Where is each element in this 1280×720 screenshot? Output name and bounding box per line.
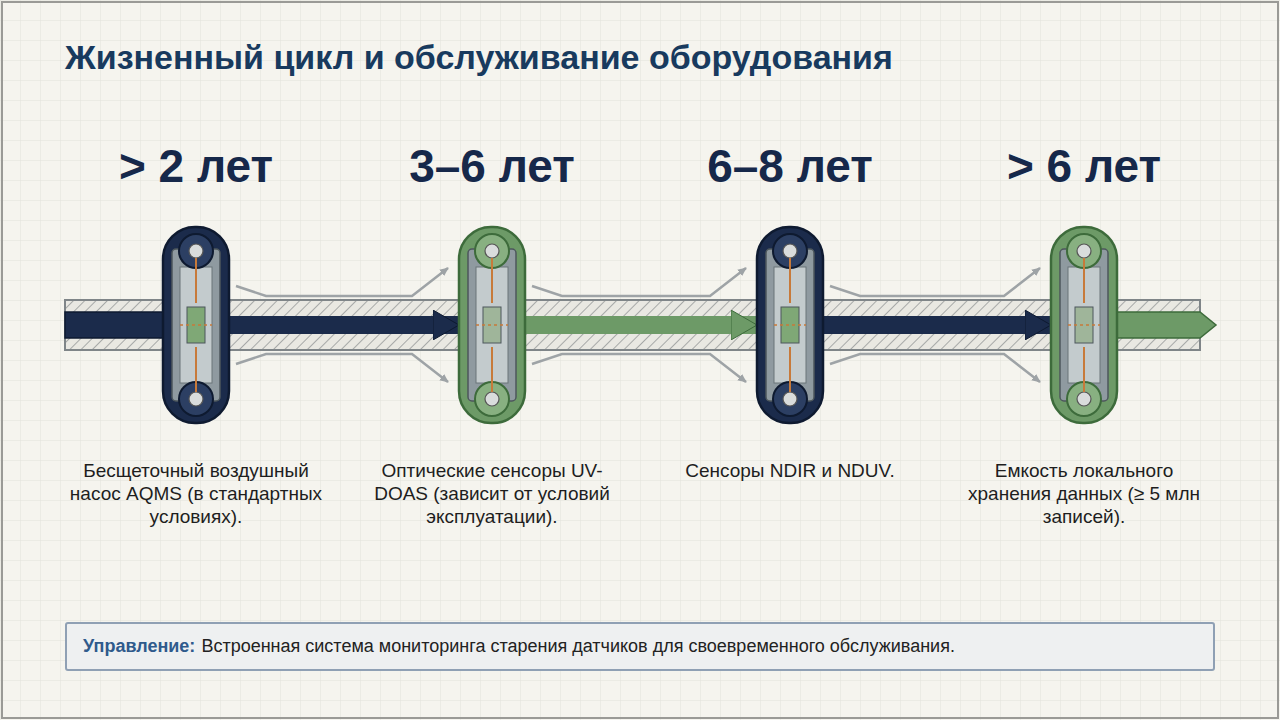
shaft-end bbox=[1110, 312, 1216, 338]
shaft-connector bbox=[229, 316, 459, 334]
stage-node: 6–8 летСенсоры NDIR и NDUV. bbox=[757, 227, 823, 423]
roller-clamp bbox=[163, 227, 229, 423]
diagram-title: Жизненный цикл и обслуживание оборудован… bbox=[65, 38, 893, 77]
lifetime-value: 3–6 лет bbox=[409, 139, 575, 193]
component-caption: Оптические сенсоры UV-DOAS (зависит от у… bbox=[361, 459, 623, 529]
component-caption: Сенсоры NDIR и NDUV. bbox=[659, 459, 921, 482]
note-text: Встроенная система мониторинга старения … bbox=[201, 636, 955, 657]
roller-clamp bbox=[459, 227, 525, 423]
stage-node: > 6 летЕмкость локального хранения данны… bbox=[1051, 227, 1117, 423]
shaft-connector bbox=[525, 316, 757, 334]
lifetime-value: 6–8 лет bbox=[707, 139, 873, 193]
lifetime-value: > 6 лет bbox=[1007, 139, 1161, 193]
shaft-tube bbox=[65, 300, 1200, 350]
roller-clamp bbox=[1051, 227, 1117, 423]
component-caption: Емкость локального хранения данных (≥ 5 … bbox=[953, 459, 1215, 529]
shaft-start bbox=[65, 312, 170, 338]
shaft-connector bbox=[823, 316, 1051, 334]
note-box: Управление: Встроенная система мониторинг… bbox=[65, 622, 1215, 671]
stage-node: 3–6 летОптические сенсоры UV-DOAS (завис… bbox=[459, 227, 525, 423]
lifetime-value: > 2 лет bbox=[119, 139, 273, 193]
roller-clamp bbox=[757, 227, 823, 423]
note-heading: Управление: bbox=[83, 636, 195, 657]
stage-node: > 2 летБесщеточный воздушный насос AQMS … bbox=[163, 227, 229, 423]
component-caption: Бесщеточный воздушный насос AQMS (в стан… bbox=[65, 459, 327, 529]
